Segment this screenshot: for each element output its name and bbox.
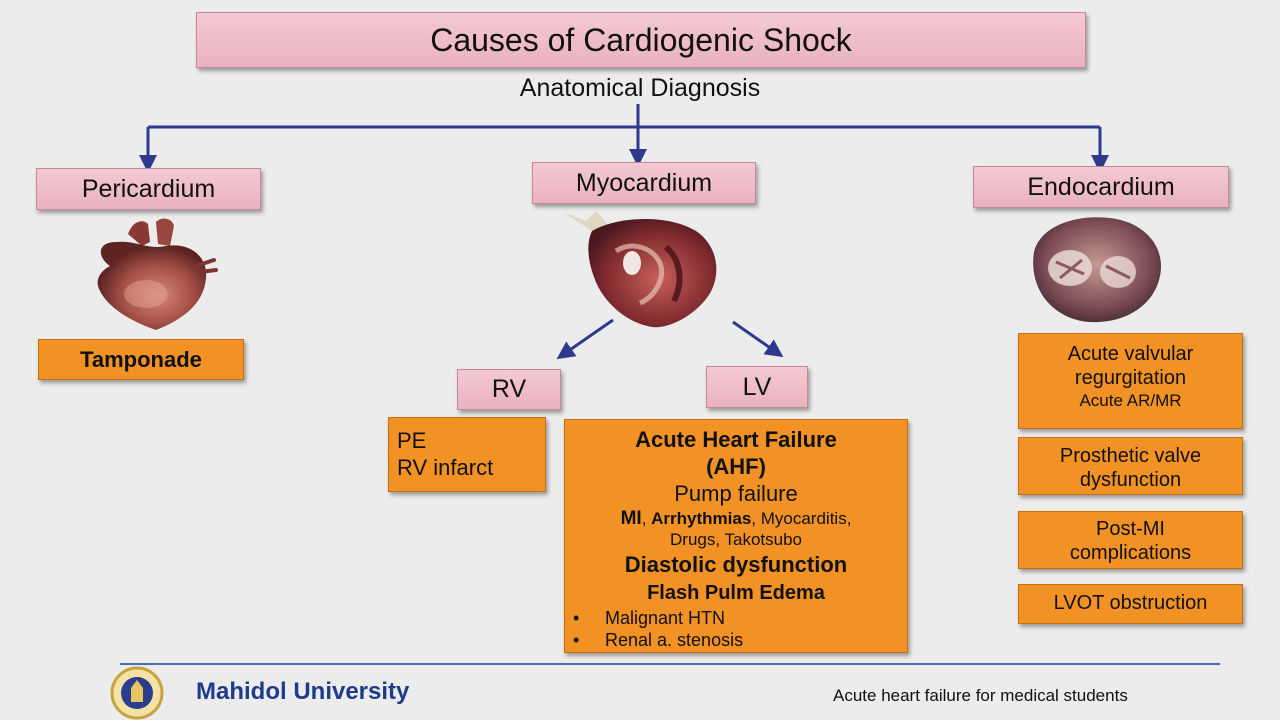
pump-failure: Pump failure	[674, 481, 798, 506]
lv-causes-box: Acute Heart Failure (AHF) Pump failure M…	[564, 419, 908, 653]
valvular-line1: Acute valvular	[1067, 343, 1194, 365]
post-mi-line2: complications	[1069, 542, 1192, 564]
bullet-renal-stenosis: Renal a. stenosis	[565, 629, 907, 651]
arrhythmias-text: Arrhythmias	[651, 509, 752, 528]
lvot-box: LVOT obstruction	[1018, 584, 1243, 624]
university-name: Mahidol University	[196, 678, 410, 705]
lv-bullet-list: Malignant HTN Renal a. stenosis	[565, 607, 907, 651]
mi-text: MI	[620, 508, 642, 529]
endocardium-node: Endocardium	[973, 166, 1229, 208]
course-title: Acute heart failure for medical students	[833, 686, 1128, 705]
rv-cause-infarct: RV infarct	[397, 455, 494, 480]
rv-cause-pe: PE	[397, 428, 427, 453]
post-mi-box: Post-MI complications	[1018, 511, 1243, 569]
page-title-text: Causes of Cardiogenic Shock	[430, 21, 852, 58]
tamponade-box: Tamponade	[38, 339, 244, 380]
pericardium-label: Pericardium	[81, 174, 216, 203]
post-mi-line1: Post-MI	[1096, 518, 1165, 540]
ahf-line1: Acute Heart Failure	[635, 427, 837, 452]
ahf-line2: (AHF)	[706, 454, 766, 479]
rv-causes-box: PE RV infarct	[388, 417, 546, 492]
rv-label: RV	[491, 375, 527, 403]
lv-label: LV	[742, 372, 772, 401]
pump-failure-causes: MI, Arrhythmias, Myocarditis,	[565, 508, 907, 529]
heart-exterior-icon	[97, 218, 218, 330]
diastolic-dysfunction: Diastolic dysfunction	[624, 552, 848, 577]
bullet-malignant-htn: Malignant HTN	[565, 607, 907, 629]
prosthetic-valve-box: Prosthetic valve dysfunction	[1018, 437, 1243, 495]
valvular-line3: Acute AR/MR	[1079, 391, 1182, 410]
heart-valves-icon	[1033, 217, 1161, 323]
tamponade-text: Tamponade	[80, 346, 202, 372]
endocardium-label: Endocardium	[1027, 172, 1175, 201]
arrow-to-lv	[732, 320, 784, 358]
acute-valvular-box: Acute valvular regurgitation Acute AR/MR	[1018, 333, 1243, 429]
prosthetic-line2: dysfunction	[1079, 469, 1182, 491]
myocardium-node: Myocardium	[532, 162, 756, 204]
valvular-line2: regurgitation	[1074, 367, 1187, 389]
lvot-text: LVOT obstruction	[1053, 592, 1208, 614]
subtitle: Anatomical Diagnosis	[519, 74, 761, 102]
pericardium-node: Pericardium	[36, 168, 261, 210]
flash-pulm-edema: Flash Pulm Edema	[647, 582, 825, 604]
prosthetic-line1: Prosthetic valve	[1059, 445, 1202, 467]
comma-sep: ,	[641, 509, 652, 528]
heart-cross-section-icon	[564, 211, 717, 328]
rv-node: RV	[457, 369, 561, 410]
others-line2: Drugs, Takotsubo	[670, 530, 802, 549]
lv-node: LV	[706, 366, 808, 408]
university-seal-icon	[110, 666, 164, 720]
myocardium-label: Myocardium	[575, 168, 713, 197]
page-title: Causes of Cardiogenic Shock	[196, 12, 1086, 68]
arrow-to-rv	[556, 318, 614, 360]
footer-divider	[120, 663, 1220, 665]
others-line1: , Myocarditis,	[751, 509, 852, 528]
